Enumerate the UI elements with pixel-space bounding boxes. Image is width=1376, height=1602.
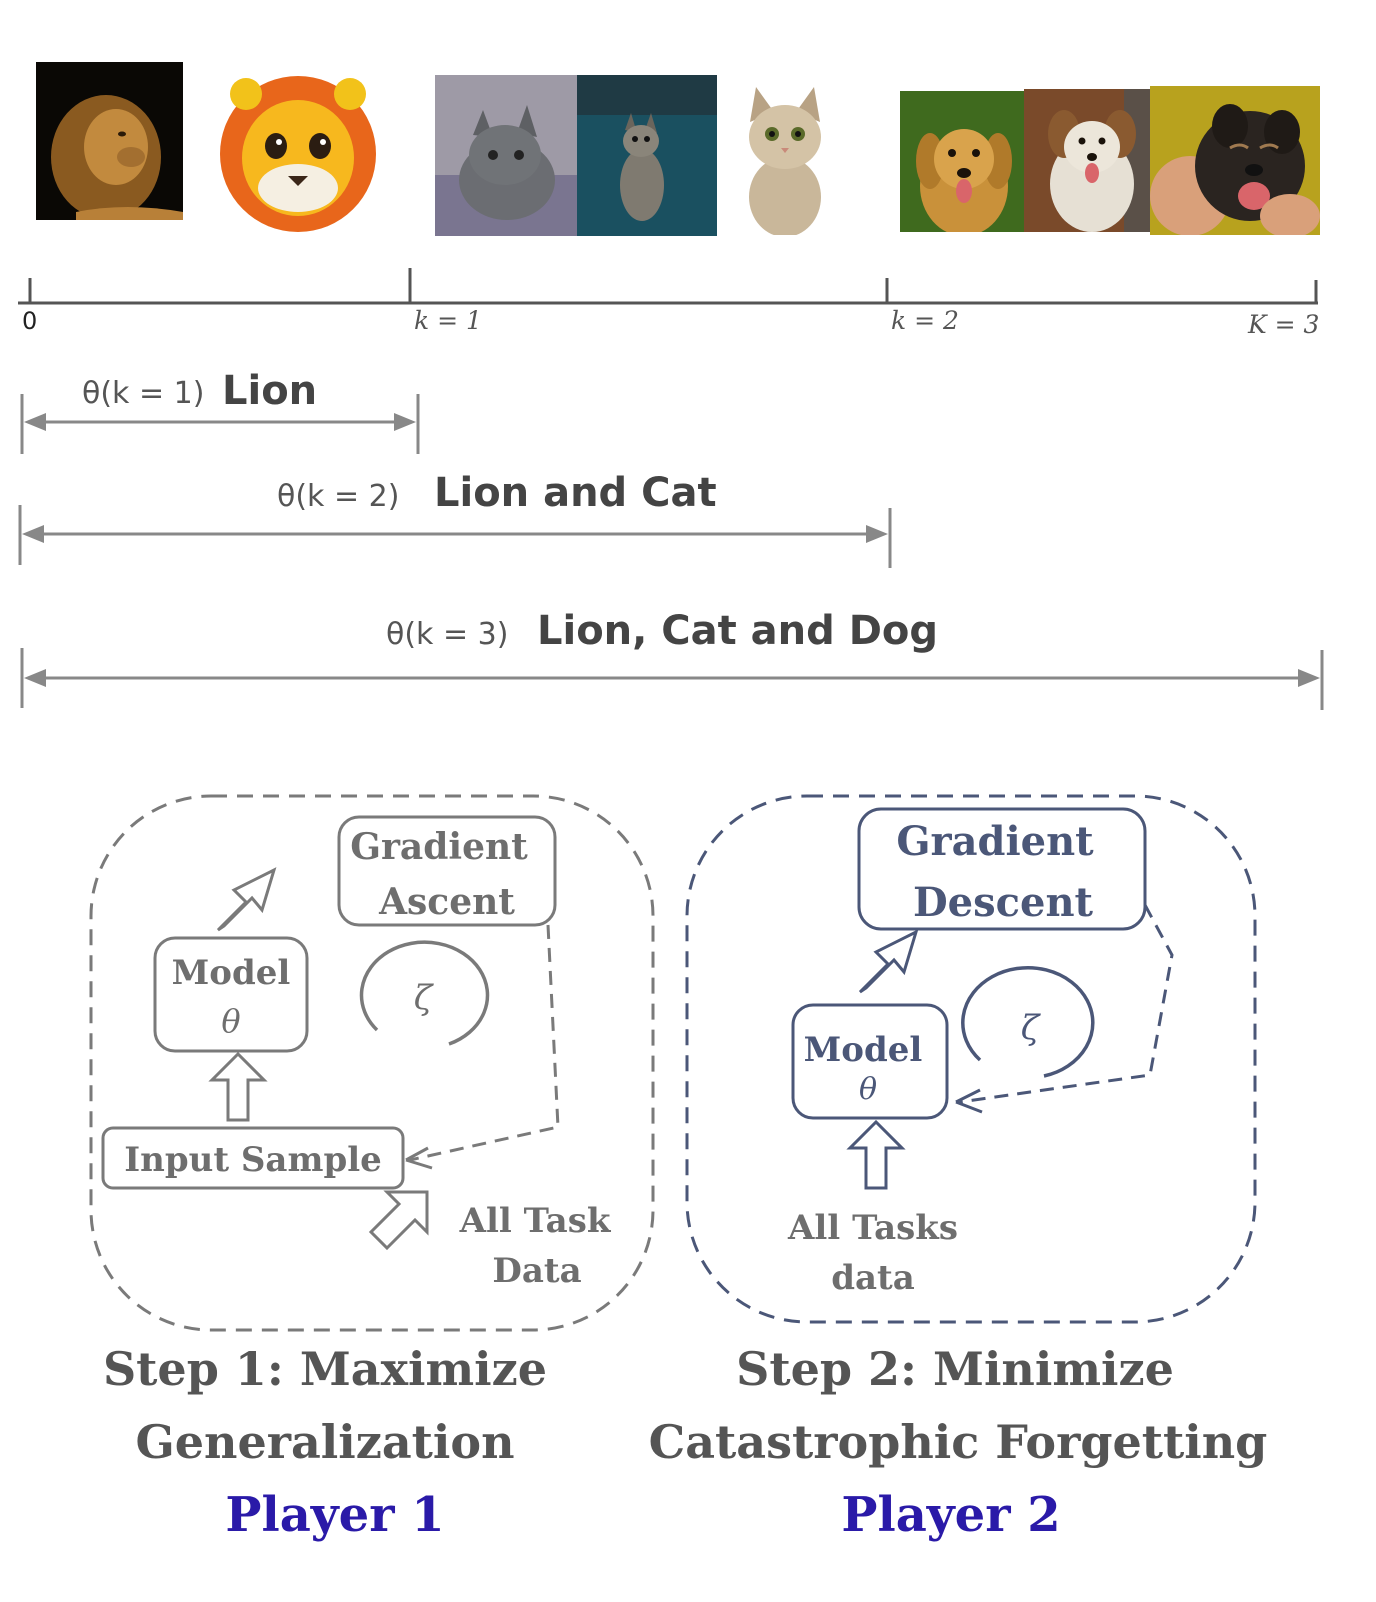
cat-photo-front bbox=[742, 82, 828, 235]
span-arrow-k2 bbox=[18, 505, 892, 568]
dog-photo-golden bbox=[900, 91, 1028, 232]
player2-gradient-box bbox=[857, 807, 1147, 931]
player1-zeta-loop bbox=[359, 940, 490, 1046]
player1-diagram bbox=[89, 794, 655, 1332]
player2-dashed-feedback bbox=[959, 904, 1174, 1104]
player2-model-box bbox=[791, 1003, 949, 1120]
player1-step-line2: Generalization bbox=[135, 1415, 515, 1469]
player1-step-line1: Step 1: Maximize bbox=[102, 1342, 548, 1396]
cat-photo-gray bbox=[435, 75, 577, 236]
cat-photo-tabby bbox=[577, 75, 717, 236]
span-arrow-k1 bbox=[20, 394, 420, 454]
timeline-axis bbox=[18, 268, 1318, 305]
player1-label: Player 1 bbox=[225, 1487, 445, 1543]
player2-model-line2: θ bbox=[858, 1072, 878, 1107]
player1-gradient-line2: Ascent bbox=[379, 881, 515, 923]
player1-dashed-feedback bbox=[409, 924, 560, 1162]
tick-label-k1: k = 1 bbox=[414, 306, 482, 335]
lion-photo bbox=[36, 62, 183, 220]
tick-label-zero: 0 bbox=[22, 307, 38, 335]
player2-arrow-up bbox=[846, 1119, 906, 1190]
span-theta-k2: θ(k = 2) bbox=[277, 479, 400, 514]
dog-photo-black bbox=[1150, 86, 1320, 235]
player2-gradient-line1: Gradient bbox=[896, 818, 1094, 865]
player2-step-line1: Step 2: Minimize bbox=[736, 1342, 1174, 1396]
player1-zeta: ζ bbox=[413, 978, 433, 1018]
player2-dashed-border bbox=[685, 794, 1257, 1324]
span-label-k1: Lion bbox=[222, 368, 318, 414]
player1-input-sample-box bbox=[101, 1126, 405, 1190]
player2-diagram bbox=[685, 794, 1257, 1324]
player2-data-line2: data bbox=[831, 1258, 915, 1298]
player2-gradient-line2: Descent bbox=[912, 879, 1094, 926]
player2-model-line1: Model bbox=[803, 1030, 923, 1070]
player1-model-line1: Model bbox=[171, 953, 291, 993]
player1-arrow-data bbox=[368, 1190, 429, 1251]
dog-photo-aussie bbox=[1024, 89, 1165, 232]
span-arrows bbox=[18, 394, 1324, 710]
player1-gradient-box bbox=[337, 815, 557, 927]
span-theta-k3: θ(k = 3) bbox=[386, 617, 509, 652]
player1-data-line1: All Task bbox=[459, 1201, 611, 1241]
span-label-k2: Lion and Cat bbox=[434, 470, 717, 516]
span-label-k3: Lion, Cat and Dog bbox=[537, 608, 939, 654]
player1-input-sample-label: Input Sample bbox=[124, 1140, 382, 1180]
player2-zeta: ζ bbox=[1020, 1008, 1040, 1048]
player1-dashed-border bbox=[89, 794, 655, 1332]
span-arrow-k3 bbox=[20, 648, 1324, 710]
player2-zeta-loop bbox=[961, 966, 1095, 1078]
player2-label: Player 2 bbox=[841, 1487, 1061, 1543]
tick-label-k3: K = 3 bbox=[1248, 310, 1320, 339]
player1-arrow-diagonal bbox=[216, 867, 277, 932]
tick-label-k2: k = 2 bbox=[891, 306, 959, 335]
player2-arrow-diagonal bbox=[858, 929, 919, 994]
player1-gradient-line1: Gradient bbox=[350, 826, 528, 868]
player1-data-line2: Data bbox=[492, 1251, 582, 1291]
player1-model-line2: θ bbox=[221, 1002, 241, 1040]
span-theta-k1: θ(k = 1) bbox=[82, 376, 205, 411]
player1-arrow-up bbox=[208, 1051, 268, 1122]
player2-data-line1: All Tasks bbox=[788, 1208, 958, 1248]
player2-step-line2: Catastrophic Forgetting bbox=[648, 1415, 1268, 1469]
lion-emoji bbox=[216, 66, 381, 238]
player1-model-box bbox=[153, 936, 309, 1053]
